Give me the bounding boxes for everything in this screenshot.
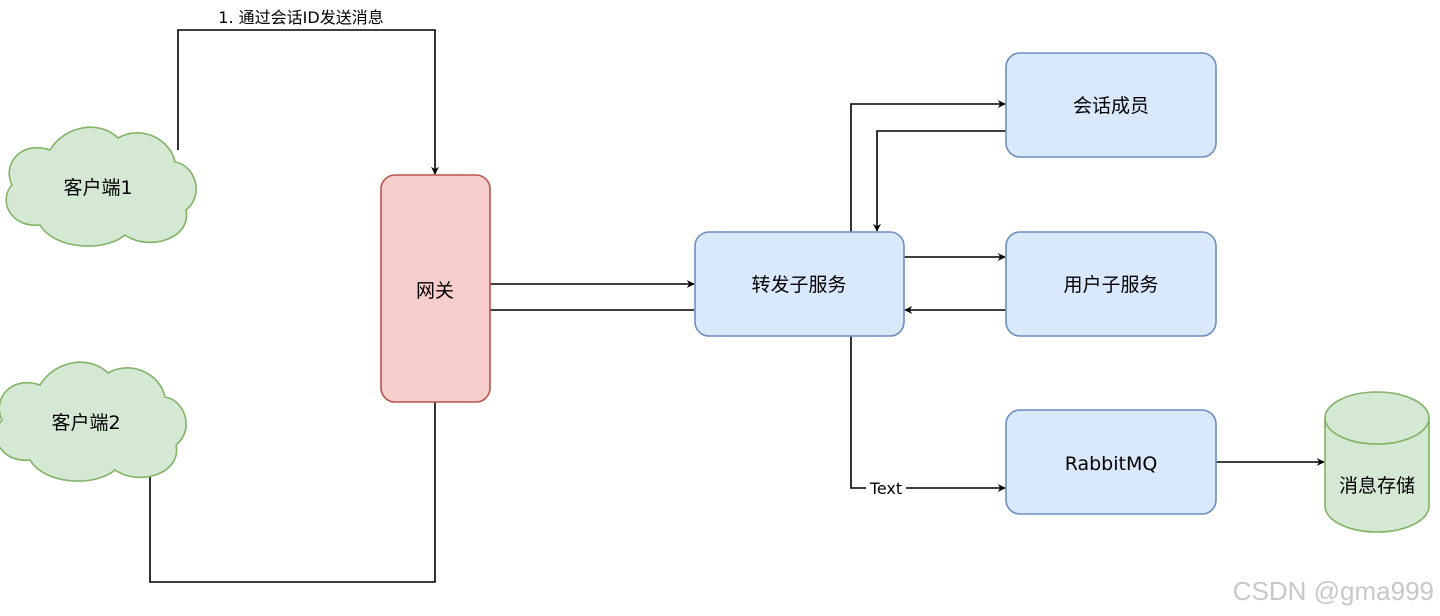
message-storage-label: 消息存储 <box>1339 475 1415 497</box>
session-members-node: 会话成员 <box>1005 52 1217 158</box>
edge-gateway-to-client2 <box>146 402 436 583</box>
gateway-label: 网关 <box>416 280 454 302</box>
rabbitmq-label: RabbitMQ <box>1065 453 1158 475</box>
edge-forward-to-rabbitmq <box>850 336 1006 492</box>
forward-service-label: 转发子服务 <box>751 274 846 296</box>
client1-cloud: 客户端1 <box>5 126 197 247</box>
rabbitmq-node: RabbitMQ <box>1005 409 1217 515</box>
client2-cloud: 客户端2 <box>0 361 187 482</box>
edge-session-members-to-forward <box>873 130 1006 232</box>
gateway-node: 网关 <box>380 174 491 403</box>
message-storage-node: 消息存储 <box>1324 391 1430 533</box>
forward-service-node: 转发子服务 <box>694 231 905 337</box>
watermark: CSDN @gma999 <box>1233 576 1434 606</box>
user-service-label: 用户子服务 <box>1063 274 1158 296</box>
edge-label-text: Text <box>869 479 902 498</box>
client2-label: 客户端2 <box>51 412 120 434</box>
user-service-node: 用户子服务 <box>1005 231 1217 337</box>
client1-label: 客户端1 <box>63 177 132 199</box>
edge-label-send-by-session-id: 1. 通过会话ID发送消息 <box>218 8 383 27</box>
edge-client1-to-gateway <box>177 29 439 175</box>
session-members-label: 会话成员 <box>1073 95 1149 117</box>
edge-forward-to-session-members <box>850 100 1006 232</box>
